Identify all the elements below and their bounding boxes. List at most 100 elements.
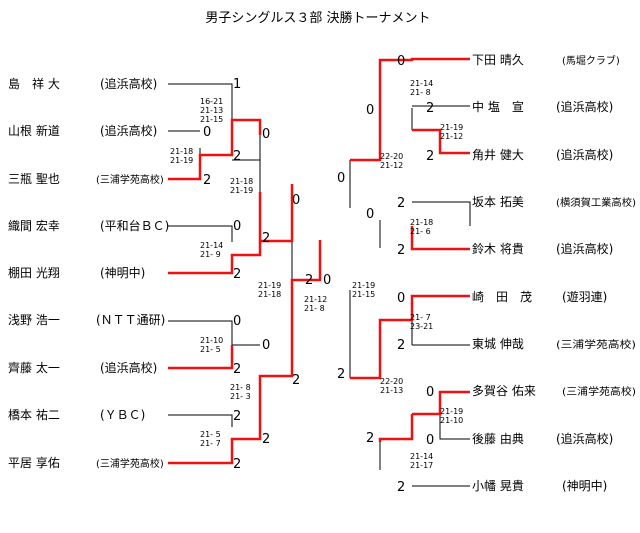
right-player-aff: (三浦学苑高校) bbox=[556, 338, 636, 351]
match-score: 0 bbox=[366, 207, 374, 222]
left-player-aff: (平和台ＢＣ) bbox=[100, 218, 169, 233]
match-score: 2 bbox=[233, 267, 241, 282]
left-player-name: 浅野 浩一 bbox=[8, 313, 60, 327]
bracket-line bbox=[168, 320, 233, 345]
match-score: 2 bbox=[262, 231, 270, 246]
bracket-line bbox=[378, 414, 414, 442]
right-player-aff: (神明中) bbox=[562, 478, 607, 493]
bracket-line bbox=[350, 110, 382, 162]
left-player-aff: (ＮＴＴ通研) bbox=[96, 313, 165, 327]
left-player-name: 織間 宏幸 bbox=[8, 218, 60, 233]
match-score: 2 bbox=[426, 149, 434, 164]
match-score: 2 bbox=[366, 431, 374, 446]
match-score: 2 bbox=[426, 101, 434, 116]
right-player-name: 鈴木 将貴 bbox=[472, 241, 524, 256]
left-player-aff: (追浜高校) bbox=[100, 76, 157, 91]
bracket-line bbox=[350, 294, 470, 380]
bracket-line bbox=[168, 241, 262, 275]
right-player-aff: (遊羽連) bbox=[562, 289, 607, 304]
right-player-aff: (追浜高校) bbox=[556, 241, 613, 256]
bracket-line bbox=[168, 83, 233, 122]
left-player-aff: (追浜高校) bbox=[100, 360, 157, 375]
right-player-aff: (追浜高校) bbox=[556, 99, 613, 114]
match-score: 0 bbox=[426, 385, 434, 400]
right-player-aff: (追浜高校) bbox=[556, 431, 613, 446]
match-score: 0 bbox=[233, 219, 241, 234]
match-score: 2 bbox=[233, 409, 241, 424]
left-player-name: 齊藤 太一 bbox=[8, 360, 60, 375]
right-player-name: 崎 田 茂 bbox=[472, 290, 532, 304]
match-score: 2 bbox=[203, 173, 211, 188]
left-player-name: 橋本 祐二 bbox=[8, 408, 60, 422]
bracket-line bbox=[412, 128, 470, 155]
match-score: 0 bbox=[203, 125, 211, 140]
match-score: 2 bbox=[397, 338, 405, 353]
match-score: 0 bbox=[397, 54, 405, 69]
right-player-name: 坂本 拓美 bbox=[472, 195, 524, 209]
left-player-name: 島 祥 大 bbox=[8, 76, 60, 91]
match-score: 2 bbox=[233, 457, 241, 472]
match-score: 2 bbox=[397, 196, 405, 211]
match-score: 0 bbox=[262, 127, 270, 142]
left-player-name: 山根 新道 bbox=[8, 123, 60, 138]
bracket-line bbox=[258, 184, 294, 243]
bracket-line bbox=[412, 390, 470, 416]
right-player-name: 角井 健大 bbox=[472, 148, 524, 162]
match-score: 0 bbox=[337, 171, 345, 186]
bracket-line bbox=[439, 414, 470, 440]
bracket-line bbox=[168, 240, 322, 465]
left-player-name: 三瓶 聖也 bbox=[8, 172, 60, 186]
left-player-name: 平居 享佑 bbox=[8, 455, 60, 470]
match-score: 0 bbox=[262, 338, 270, 353]
match-score: 0 bbox=[366, 103, 374, 118]
left-player-aff: (神明中) bbox=[100, 265, 145, 280]
match-score: 2 bbox=[337, 367, 345, 382]
left-player-aff: (三浦学苑高校) bbox=[96, 173, 164, 186]
right-player-aff: (横須賀工業高校) bbox=[556, 196, 636, 209]
right-player-aff: (追浜高校) bbox=[556, 147, 613, 162]
right-player-aff: (三浦学苑高校) bbox=[562, 385, 636, 398]
match-score: 0 bbox=[292, 193, 300, 208]
match-score: 2 bbox=[292, 373, 300, 388]
bracket-line bbox=[412, 201, 471, 226]
page-title: 男子シングルス３部 決勝トーナメント bbox=[205, 11, 430, 26]
bracket-line bbox=[378, 57, 470, 110]
match-score: 2 bbox=[397, 480, 405, 495]
bracket-line bbox=[168, 345, 234, 370]
bracket-lines-loser bbox=[168, 83, 471, 487]
bracket-line bbox=[168, 225, 233, 242]
left-player-name: 棚田 光翔 bbox=[8, 265, 60, 280]
match-score: 2 bbox=[233, 149, 241, 164]
match-score: 0 bbox=[233, 314, 241, 329]
left-player-aff: (ＹＢＣ) bbox=[100, 408, 145, 422]
bracket-line bbox=[410, 226, 470, 251]
right-player-name: 多賀谷 佑来 bbox=[472, 384, 536, 398]
right-player-name: 小幡 晃貴 bbox=[472, 478, 524, 493]
match-score: 2 bbox=[233, 362, 241, 377]
bracket-line bbox=[168, 414, 233, 427]
match-score: 2 bbox=[262, 432, 270, 447]
match-score: 1 bbox=[233, 77, 241, 92]
right-player-name: 下田 晴久 bbox=[472, 53, 524, 67]
right-player-aff: (馬堀クラブ) bbox=[562, 54, 620, 67]
left-player-aff: (三浦学苑高校) bbox=[96, 457, 164, 470]
final-score-left: 2 bbox=[305, 273, 313, 288]
bracket-line bbox=[168, 118, 262, 181]
left-player-aff: (追浜高校) bbox=[100, 123, 157, 138]
